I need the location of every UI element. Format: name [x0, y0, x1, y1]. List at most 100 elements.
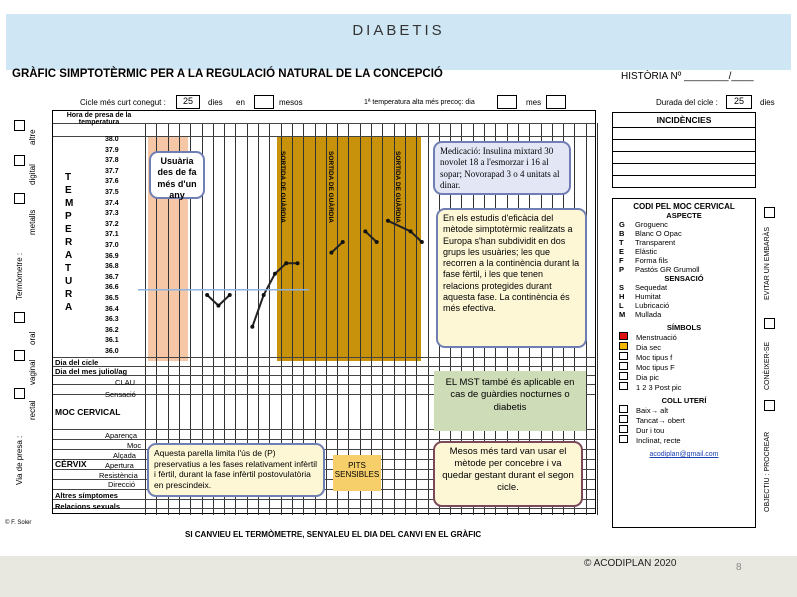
rectal-label: rectal [28, 400, 37, 420]
checkbox-digital[interactable] [14, 155, 25, 166]
temperature-tick: 36.5 [105, 295, 119, 302]
estudis-callout: En els estudis d'eficàcia del mètode sim… [436, 208, 587, 348]
temperature-point [374, 240, 379, 244]
checkbox-rectal[interactable] [14, 388, 25, 399]
grid-col-line [167, 123, 169, 515]
objectiu-label: OBJECTIU : PROCREAR [764, 431, 771, 512]
temperature-tick: 36.3 [105, 316, 119, 324]
clau-label: CLAU [115, 378, 136, 387]
temperatura-letter: A [65, 250, 73, 261]
grid-col-line [371, 123, 372, 515]
footer-band [0, 556, 797, 597]
en-label: en [236, 98, 245, 107]
simbols-title: SÍMBOLS [666, 323, 702, 332]
checkbox-coneixer[interactable] [764, 318, 775, 329]
checkbox-vaginal[interactable] [14, 350, 25, 361]
temperature-tick: 38.0 [105, 136, 119, 143]
grid-col-line [382, 123, 384, 515]
primera-temp-dia[interactable] [497, 95, 517, 109]
durada-value[interactable]: 25 [726, 95, 752, 109]
primera-temp-label: 1ª temperatura alta més precoç: dia [364, 99, 475, 106]
checkbox-procrear[interactable] [764, 400, 775, 411]
grid-row-line [53, 366, 595, 367]
checkbox-oral[interactable] [14, 312, 25, 323]
historia-field[interactable]: HISTÒRIA Nº ________/____ [621, 71, 754, 82]
temperatura-letter: T [65, 263, 72, 274]
temperature-point [216, 303, 221, 308]
temperatura-letter: E [65, 224, 72, 235]
vaginal-label: vaginal [28, 359, 37, 385]
temperature-point [261, 293, 266, 297]
code-item: Baix→ alt [619, 405, 749, 415]
grid-col-line [201, 123, 203, 515]
temperature-point [329, 250, 334, 255]
temperature-tick: 37.4 [105, 199, 119, 207]
grid-col-line [190, 123, 192, 515]
aparenca-label: Aparença [105, 431, 138, 440]
page-number: 8 [736, 562, 742, 573]
temperature-tick: 37.9 [105, 146, 119, 154]
grid-col-line [212, 123, 214, 515]
grid-row-line [53, 136, 595, 137]
pits-callout: PITS SENSIBLES [333, 455, 381, 491]
grid-row-line [53, 394, 595, 395]
email-link[interactable]: acodiplan@gmail.com [649, 451, 719, 458]
sensacio-label: Sensació [105, 390, 136, 399]
coll-title: COLL UTERÍ [661, 396, 707, 405]
codi-title: CODI PEL MOC CERVICAL [633, 202, 735, 211]
checkbox-evitar[interactable] [764, 207, 775, 218]
cervix-label: CÈRVIX [55, 459, 87, 469]
primera-temp-mes[interactable] [546, 95, 566, 109]
temperatura-letter: T [65, 172, 72, 183]
temperature-point [284, 261, 289, 266]
direccio-label: Direcció [108, 480, 136, 489]
temperature-tick: 36.7 [105, 273, 119, 281]
grid-col-line [280, 123, 282, 515]
grid-col-line [246, 123, 248, 515]
temperature-tick: 36.8 [105, 263, 119, 271]
temperature-tick: 36.2 [105, 326, 119, 334]
grid-row-line [53, 499, 595, 500]
code-item: Moc tipus f [619, 352, 749, 362]
resistencia-label: Resistència [99, 471, 138, 480]
grid-col-line [224, 123, 226, 515]
medicacio-callout: Medicació: Insulina mixtard 30 novolet 1… [433, 141, 571, 195]
code-item: Menstruació [619, 332, 749, 342]
checkbox-metalls[interactable] [14, 193, 25, 204]
grid-col-line [348, 123, 350, 515]
incidencies-panel[interactable]: INCIDÈNCIES [612, 112, 756, 188]
grid-row-line [53, 439, 595, 440]
grid-row-line [53, 375, 595, 376]
author-label: © F. Soler [5, 520, 32, 526]
mesos-label: mesos [279, 98, 303, 107]
coneixer-label: CONÈIXER-SE [764, 341, 771, 390]
temperatura-letter: R [65, 289, 73, 300]
cicle-curt-value[interactable]: 25 [176, 95, 200, 109]
temperature-tick: 37.8 [105, 157, 119, 165]
mesos-field[interactable] [254, 95, 274, 109]
temperature-tick: 36.1 [105, 337, 119, 345]
temperature-point [408, 229, 413, 234]
digital-label: digital [28, 164, 37, 185]
temperature-tick: 36.9 [105, 252, 119, 260]
checkbox-altre[interactable] [14, 120, 25, 131]
altre-label: altre [28, 129, 37, 145]
grid-row-line [53, 123, 595, 124]
header-banner [6, 14, 791, 70]
mesos-tard-callout: Mesos més tard van usar el mètode per co… [433, 441, 583, 507]
dia-mes-label: Dia del mes juliol/ag [55, 367, 128, 376]
temperature-line [387, 219, 423, 243]
grid-col-line [427, 123, 429, 515]
grid-col-line [145, 123, 146, 515]
